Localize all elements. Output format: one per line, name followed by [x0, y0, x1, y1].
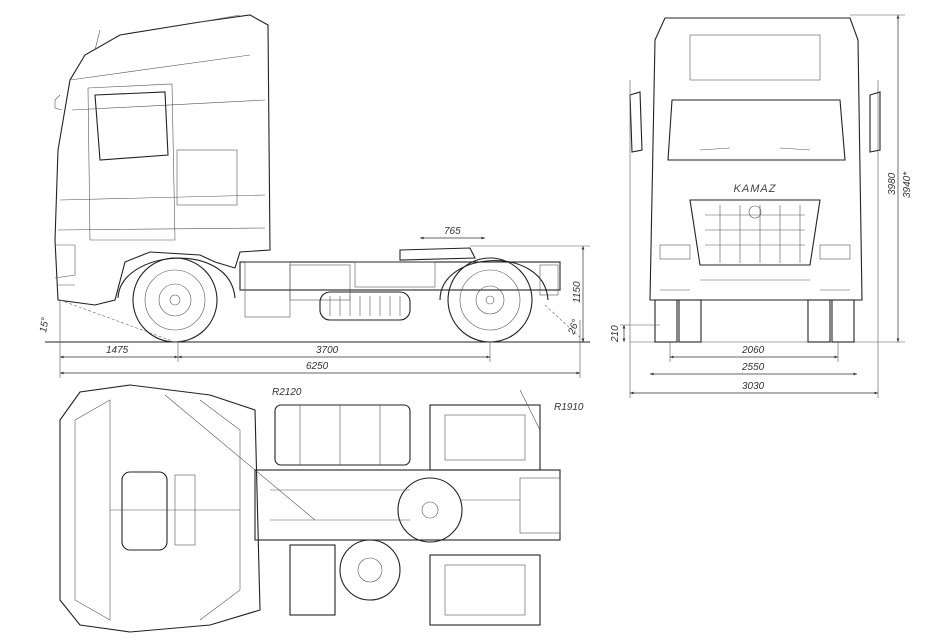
cab-front: KAMAZ [629, 17, 881, 301]
dim-overall-width: 3030 [742, 381, 765, 392]
fifth-wheel-top [397, 477, 463, 543]
dim-turning-radius-rear: R1910 [554, 402, 584, 413]
dim-fifth-wheel-offset: 765 [444, 226, 461, 237]
spare-wheel-top [339, 539, 401, 601]
brand-lettering: KAMAZ [734, 183, 777, 195]
side-view: 765 1150 1475 3700 6250 15° 26° [38, 14, 590, 378]
dim-approach-angle: 15° [38, 317, 51, 334]
tool-box [429, 554, 541, 626]
front-wheels [654, 299, 855, 343]
dim-turning-radius-outer: R2120 [272, 387, 302, 398]
dim-track-rear: 2550 [741, 362, 765, 373]
dim-height-alt: 3940* [902, 171, 913, 198]
cab-top [59, 384, 261, 633]
top-view: R2120 R1910 [59, 384, 584, 633]
kamaz-logo [748, 205, 762, 219]
dim-wheelbase: 3700 [316, 345, 339, 356]
dim-ground-clearance: 210 [610, 325, 621, 343]
dim-departure-angle: 26° [566, 318, 582, 337]
front-view: KAMAZ 210 2060 2550 3030 3980 3940* [610, 14, 913, 398]
chassis-top [254, 404, 561, 626]
rear-wheel-side [447, 257, 533, 343]
cab-side [54, 14, 271, 306]
chassis-side [239, 247, 561, 321]
battery-box [429, 404, 541, 471]
dim-fifth-wheel-height: 1150 [572, 281, 583, 303]
dim-front-overhang: 1475 [106, 345, 129, 356]
front-wheel-side [132, 257, 218, 343]
fuel-tank [274, 404, 411, 466]
grille [689, 199, 821, 266]
fifth-wheel-side [399, 247, 476, 261]
dim-overall-length: 6250 [306, 361, 329, 372]
spare-wheel [319, 291, 411, 321]
dim-height: 3980 [887, 172, 898, 195]
dim-track-front: 2060 [741, 345, 765, 356]
